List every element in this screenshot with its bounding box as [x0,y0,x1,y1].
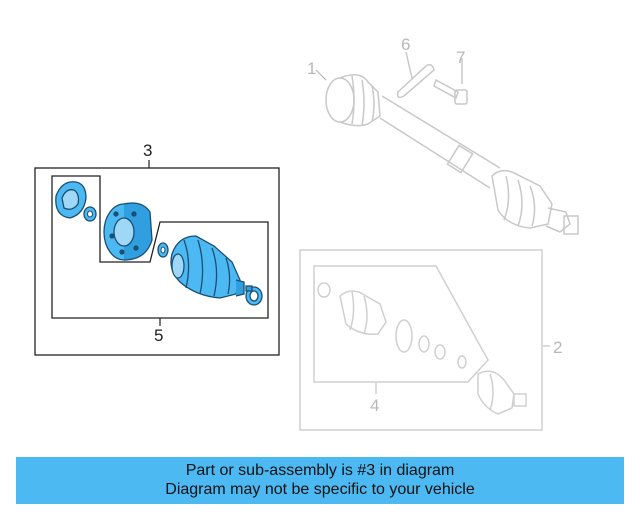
callout-1: 1 [307,59,316,78]
banner-line-1: Part or sub-assembly is #3 in diagram [185,462,455,479]
banner-line-2: Diagram may not be specific to your vehi… [165,481,475,498]
callout-2: 2 [553,338,562,357]
circlip-part [83,206,97,222]
axle-shaft-assembly-ghost [325,74,579,235]
gasket-part [55,181,87,219]
part-5-sub-frame [51,175,269,319]
callout-4: 4 [370,396,379,415]
callout-6: 6 [401,35,410,54]
boot-clamp-part [245,285,263,306]
part-3-inner-joint-kit [34,160,280,356]
bolt-ghost [433,58,468,105]
callout-7: 7 [456,48,465,67]
cv-joint-flange-part [103,202,153,261]
callout-3: 3 [143,141,152,160]
callout-5: 5 [154,326,163,345]
washer-part [157,242,169,258]
info-banner: Part or sub-assembly is #3 in diagram Di… [16,457,624,504]
outer-joint-kit-box-ghost [299,249,550,431]
part-3-frame [34,167,280,356]
inner-boot-part [170,235,245,299]
retaining-plate-ghost [396,51,435,99]
